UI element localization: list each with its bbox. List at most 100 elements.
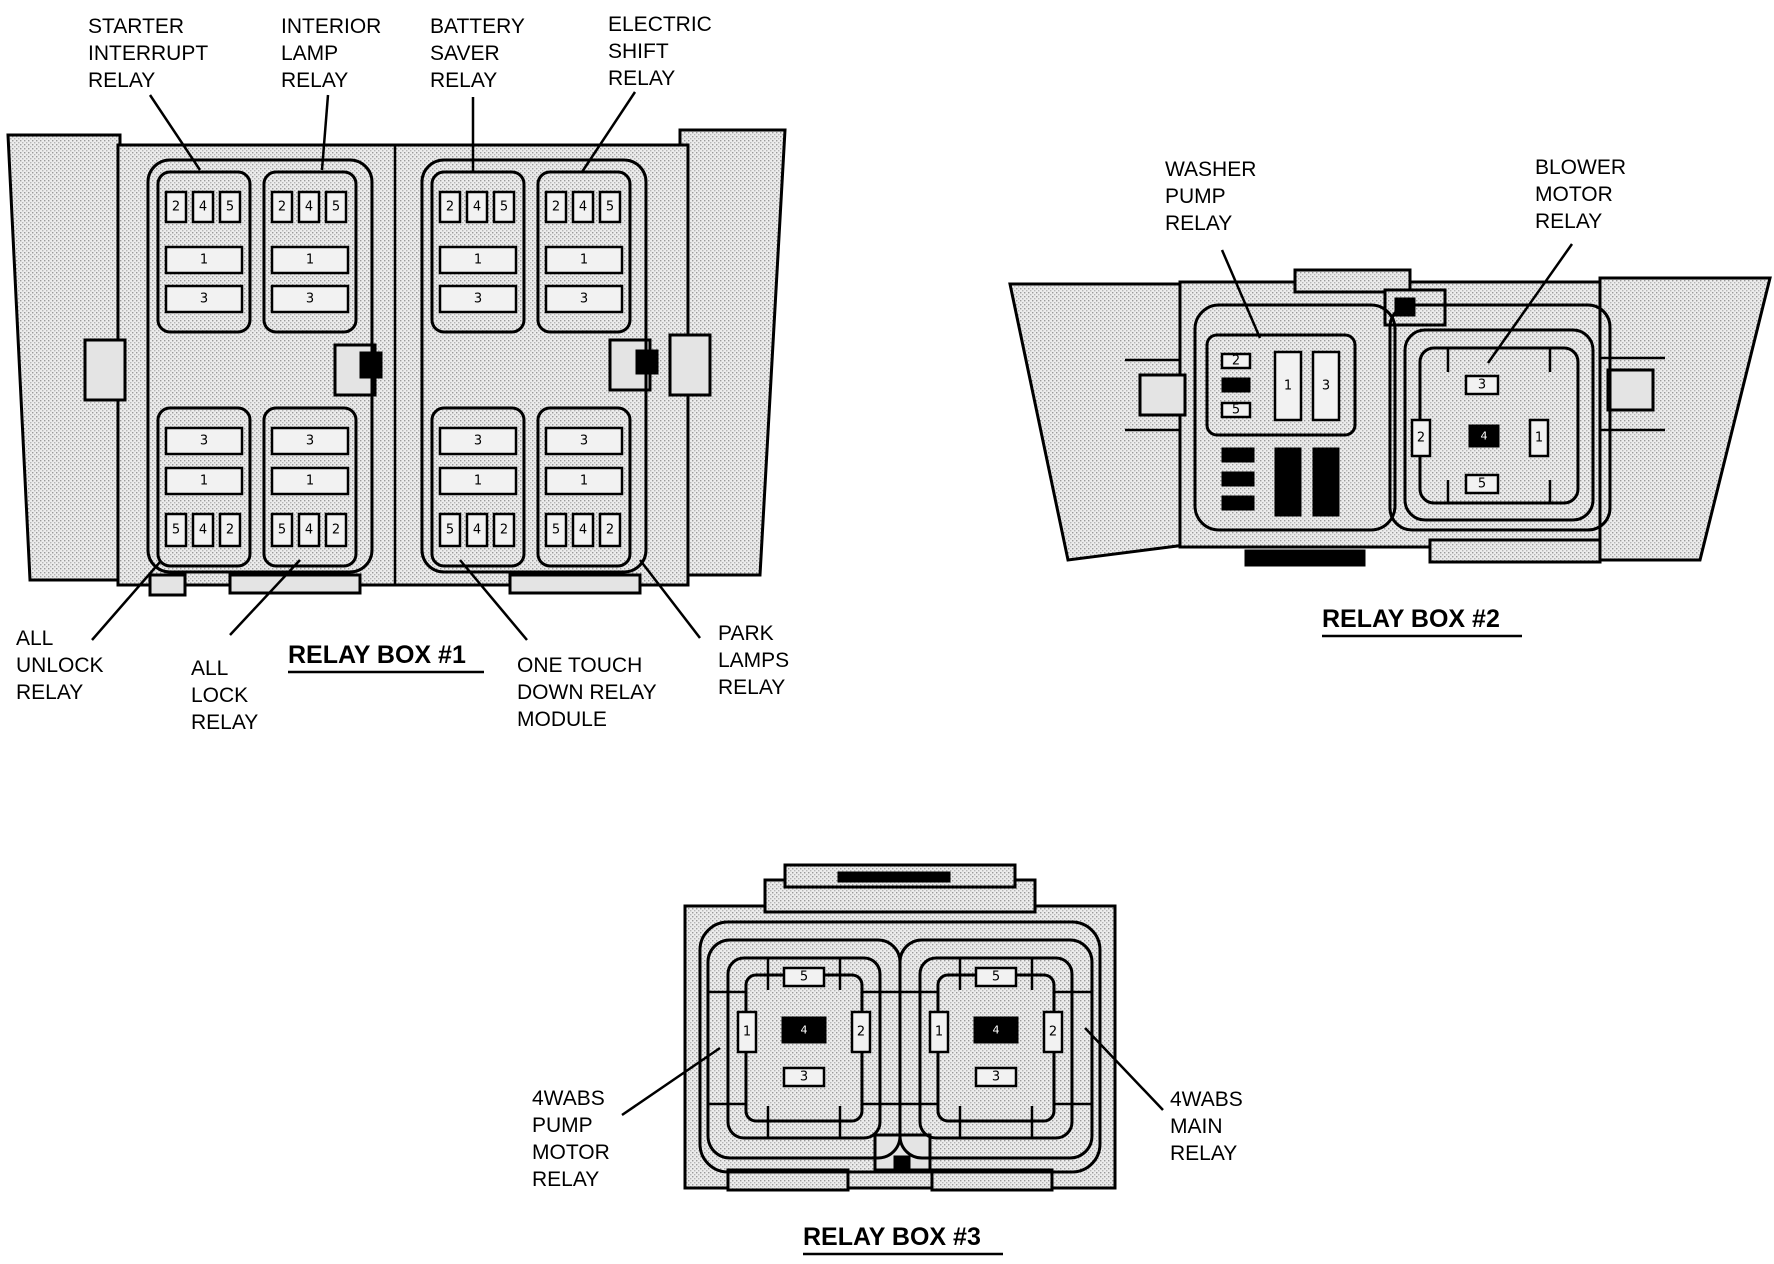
box1-bottom-relay-3-pin-3: 3 — [438, 426, 518, 456]
box1-bottom-relay-4-pin-2-number: 2 — [606, 523, 614, 538]
label-one-touch-down-relay-module: ONE TOUCH DOWN RELAY MODULE — [517, 654, 662, 731]
4wabs-pump-motor-pin-4: 4 — [781, 1016, 827, 1044]
box1-top-relay-3-pin-4: 4 — [465, 190, 489, 224]
washer-pin-1: 1 — [1273, 350, 1303, 422]
box1-top-relay-1-pin-3: 3 — [164, 284, 244, 314]
4wabs-pump-motor-pin-3: 3 — [782, 1066, 826, 1088]
4wabs-main-pin-2: 2 — [1042, 1010, 1064, 1054]
box1-top-relay-1-pin-1-number: 1 — [200, 253, 208, 268]
box1-bottom-relay-1-pin-4-number: 4 — [199, 523, 207, 538]
box1-bottom-relay-4-pin-2: 2 — [598, 512, 622, 548]
blower-pin-3: 3 — [1464, 374, 1500, 396]
box1-top-relay-1-pin-5-number: 5 — [226, 200, 234, 215]
box1-bottom-relay-1-pin-1: 1 — [164, 466, 244, 496]
box1-bottom-relay-2-pin-1: 1 — [270, 466, 350, 496]
box1-top-relay-3-pin-3: 3 — [438, 284, 518, 314]
4wabs-main-pin-3: 3 — [974, 1066, 1018, 1088]
box1-bottom-relay-1-pin-2-number: 2 — [226, 523, 234, 538]
4wabs-main-pin-4: 4 — [973, 1016, 1019, 1044]
blower-pin-4-number: 4 — [1481, 430, 1488, 443]
box1-bottom-relay-3-pin-5-number: 5 — [446, 523, 454, 538]
box1-top-relay-4-pin-4: 4 — [571, 190, 595, 224]
4wabs-main-pin-5: 5 — [974, 966, 1018, 988]
blower-pin-2: 2 — [1410, 418, 1432, 458]
washer-pin-5-number: 5 — [1232, 403, 1240, 418]
relay-box-1-title: RELAY BOX #1 — [288, 641, 466, 669]
box1-top-relay-1-pin-2-number: 2 — [172, 200, 180, 215]
box1-top-relay-1-pin-1: 1 — [164, 245, 244, 275]
box1-top-relay-2-pin-4: 4 — [297, 190, 321, 224]
box1-top-relay-2-pin-2: 2 — [270, 190, 294, 224]
box1-top-relay-3-pin-1-number: 1 — [474, 253, 482, 268]
box1-bottom-relay-1-pin-4: 4 — [191, 512, 215, 548]
4wabs-pump-motor-relay-socket: 5 1 4 2 3 — [706, 938, 902, 1160]
blower-pin-1: 1 — [1528, 418, 1550, 458]
label-all-lock-relay: ALL LOCK RELAY — [191, 657, 258, 734]
box1-bottom-relay-1-pin-2: 2 — [218, 512, 242, 548]
washer-pin-3-number: 3 — [1322, 379, 1330, 394]
4wabs-pump-motor-pin-2-number: 2 — [857, 1025, 865, 1040]
box1-bottom-relay-4-pin-3-number: 3 — [580, 434, 588, 449]
box1-top-relay-4-pin-5: 5 — [598, 190, 622, 224]
box1-top-relay-2-pin-5: 5 — [324, 190, 348, 224]
box1-bottom-relay-1-pin-1-number: 1 — [200, 474, 208, 489]
box1-top-relay-3-pin-5: 5 — [492, 190, 516, 224]
label-park-lamps-relay: PARK LAMPS RELAY — [718, 622, 795, 699]
4wabs-pump-motor-pin-1-number: 1 — [743, 1025, 751, 1040]
washer-pin-2-number: 2 — [1232, 354, 1240, 369]
box1-bottom-relay-3-pin-1: 1 — [438, 466, 518, 496]
box1-bottom-relay-2-pin-1-number: 1 — [306, 474, 314, 489]
4wabs-main-pin-1: 1 — [928, 1010, 950, 1054]
4wabs-main-pin-2-number: 2 — [1049, 1025, 1057, 1040]
box1-bottom-relay-1-pin-5-number: 5 — [172, 523, 180, 538]
box1-bottom-relay-2-pin-5: 5 — [270, 512, 294, 548]
box1-top-relay-4-pin-1-number: 1 — [580, 253, 588, 268]
washer-pin-3: 3 — [1311, 350, 1341, 422]
box1-bottom-relay-1-pin-3: 3 — [164, 426, 244, 456]
box1-bottom-relay-2-pin-3-number: 3 — [306, 434, 314, 449]
box1-top-relay-1-pin-4-number: 4 — [199, 200, 207, 215]
label-4wabs-main-relay: 4WABS MAIN RELAY — [1170, 1088, 1249, 1165]
box1-bottom-relay-3-pin-3-number: 3 — [474, 434, 482, 449]
blower-pin-5: 5 — [1464, 473, 1500, 495]
box1-top-relay-3-pin-4-number: 4 — [473, 200, 481, 215]
box1-bottom-relay-3-pin-4-number: 4 — [473, 523, 481, 538]
blower-motor-relay-socket: 3 2 4 1 5 — [1403, 328, 1595, 522]
label-washer-pump-relay: WASHER PUMP RELAY — [1165, 158, 1262, 235]
box1-bottom-relay-2-pin-3: 3 — [270, 426, 350, 456]
box1-top-relay-1-pin-2: 2 — [164, 190, 188, 224]
label-interior-lamp-relay: INTERIOR LAMP RELAY — [281, 15, 387, 92]
relay-box-2: 2 5 1 3 3 2 4 1 5 — [1008, 268, 1772, 567]
4wabs-pump-motor-pin-5-number: 5 — [800, 970, 808, 985]
box1-bottom-relay-1-pin-3-number: 3 — [200, 434, 208, 449]
box1-top-relay-1: 2 4 5 1 3 — [156, 170, 252, 334]
relay-box-3-title: RELAY BOX #3 — [803, 1223, 981, 1251]
relay-box-2-title: RELAY BOX #2 — [1322, 605, 1500, 633]
box1-bottom-relay-2-pin-4: 4 — [297, 512, 321, 548]
box1-top-relay-1-pin-4: 4 — [191, 190, 215, 224]
blower-pin-2-number: 2 — [1417, 431, 1425, 446]
blower-pin-1-number: 1 — [1535, 431, 1543, 446]
box1-bottom-relay-3-pin-2-number: 2 — [500, 523, 508, 538]
box1-bottom-relay-4-pin-4: 4 — [571, 512, 595, 548]
box1-top-relay-4-pin-2: 2 — [544, 190, 568, 224]
box1-bottom-relay-4-pin-3: 3 — [544, 426, 624, 456]
4wabs-pump-motor-pin-5: 5 — [782, 966, 826, 988]
box1-bottom-relay-3-pin-2: 2 — [492, 512, 516, 548]
box1-bottom-relay-2-pin-2: 2 — [324, 512, 348, 548]
box1-bottom-relay-2-pin-4-number: 4 — [305, 523, 313, 538]
4wabs-pump-motor-pin-2: 2 — [850, 1010, 872, 1054]
washer-pump-relay-socket: 2 5 1 3 — [1220, 350, 1341, 517]
box1-top-relay-4-pin-5-number: 5 — [606, 200, 614, 215]
box1-top-relay-3-pin-2-number: 2 — [446, 200, 454, 215]
blower-pin-4: 4 — [1468, 424, 1500, 448]
washer-pin-2: 2 — [1220, 352, 1252, 370]
box1-top-relay-2-pin-5-number: 5 — [332, 200, 340, 215]
